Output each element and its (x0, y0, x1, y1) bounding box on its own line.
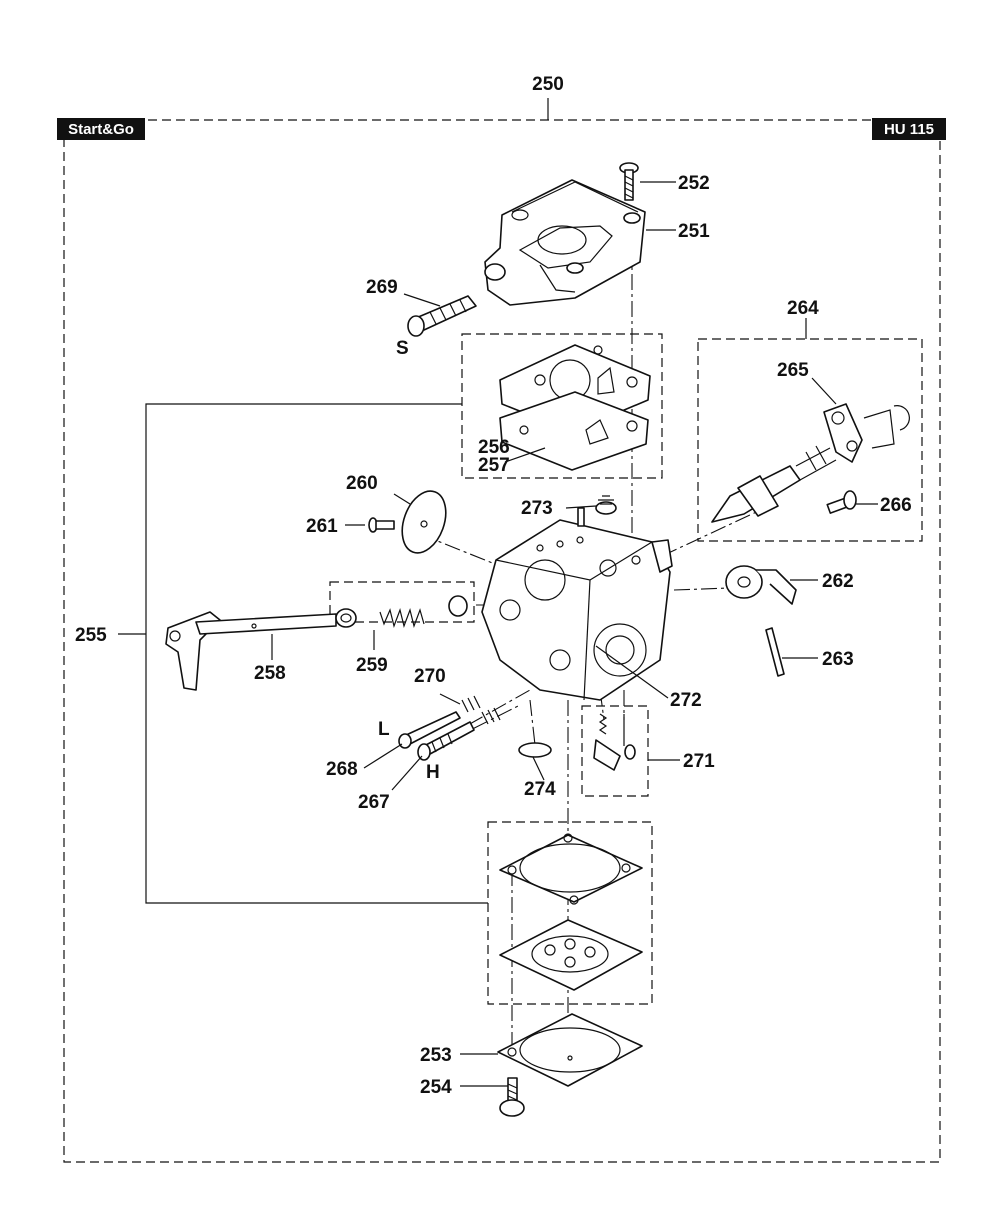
label-267: 267 (358, 792, 390, 813)
screw-254 (499, 1077, 525, 1117)
label-258: 258 (254, 663, 286, 684)
label-251: 251 (678, 221, 710, 242)
label-260: 260 (346, 473, 378, 494)
badge-model-text: HU 115 (884, 121, 934, 138)
screw-266 (826, 490, 857, 514)
pump-diaphragm (499, 919, 643, 991)
label-253: 253 (420, 1045, 452, 1066)
label-s: S (396, 338, 409, 359)
label-271: 271 (683, 751, 715, 772)
label-259: 259 (356, 655, 388, 676)
label-262: 262 (822, 571, 854, 592)
needle-268 (398, 711, 461, 749)
gasket-diaphragm-1 (499, 833, 643, 905)
label-254: 254 (420, 1077, 452, 1098)
lever-265 (823, 403, 910, 463)
label-261: 261 (306, 516, 338, 537)
cover-251 (484, 179, 646, 306)
label-266: 266 (880, 495, 912, 516)
screw-261 (368, 517, 395, 533)
group-box-diaphragms (487, 821, 653, 1005)
group-box-259 (329, 581, 475, 623)
label-252: 252 (678, 173, 710, 194)
badge-start-go: Start&Go (57, 118, 145, 140)
spring-259 (335, 595, 468, 629)
lever-262 (725, 565, 797, 605)
label-263: 263 (822, 649, 854, 670)
part-labels: 250 252 251 269 S 264 265 256 257 260 27… (75, 74, 912, 1098)
badge-start-go-text: Start&Go (68, 121, 134, 138)
bracket-255 (145, 403, 488, 904)
lever-shaft-258 (165, 611, 337, 691)
label-250: 250 (532, 74, 564, 95)
badge-model: HU 115 (872, 118, 946, 140)
group-box-264 (697, 338, 923, 542)
label-268: 268 (326, 759, 358, 780)
needle-267 (417, 721, 475, 761)
group-box-271 (581, 705, 649, 797)
screw-252 (619, 162, 639, 201)
label-255: 255 (75, 625, 107, 646)
pin-263 (765, 627, 785, 677)
label-265: 265 (777, 360, 809, 381)
inlet-needle-271 (593, 713, 636, 771)
label-264: 264 (787, 298, 819, 319)
label-272: 272 (670, 690, 702, 711)
cover-253 (497, 1013, 643, 1087)
label-274: 274 (524, 779, 556, 800)
filter-screen-273 (595, 495, 617, 515)
disc-260 (401, 490, 447, 554)
label-269: 269 (366, 277, 398, 298)
leader-lines (271, 181, 878, 1087)
choke-shaft-264 (711, 445, 837, 523)
ring-274 (518, 742, 552, 758)
label-l: L (378, 719, 390, 740)
group-box-gaskets-top (461, 333, 663, 479)
springs-270 (461, 695, 501, 725)
assembly-frame (63, 119, 941, 1163)
label-270: 270 (414, 666, 446, 687)
carburetor-body-255 (481, 507, 673, 701)
label-h: H (426, 762, 440, 783)
label-257: 257 (478, 455, 510, 476)
label-273: 273 (521, 498, 553, 519)
adjusting-screw-269 (407, 295, 477, 337)
label-256: 256 (478, 437, 510, 458)
